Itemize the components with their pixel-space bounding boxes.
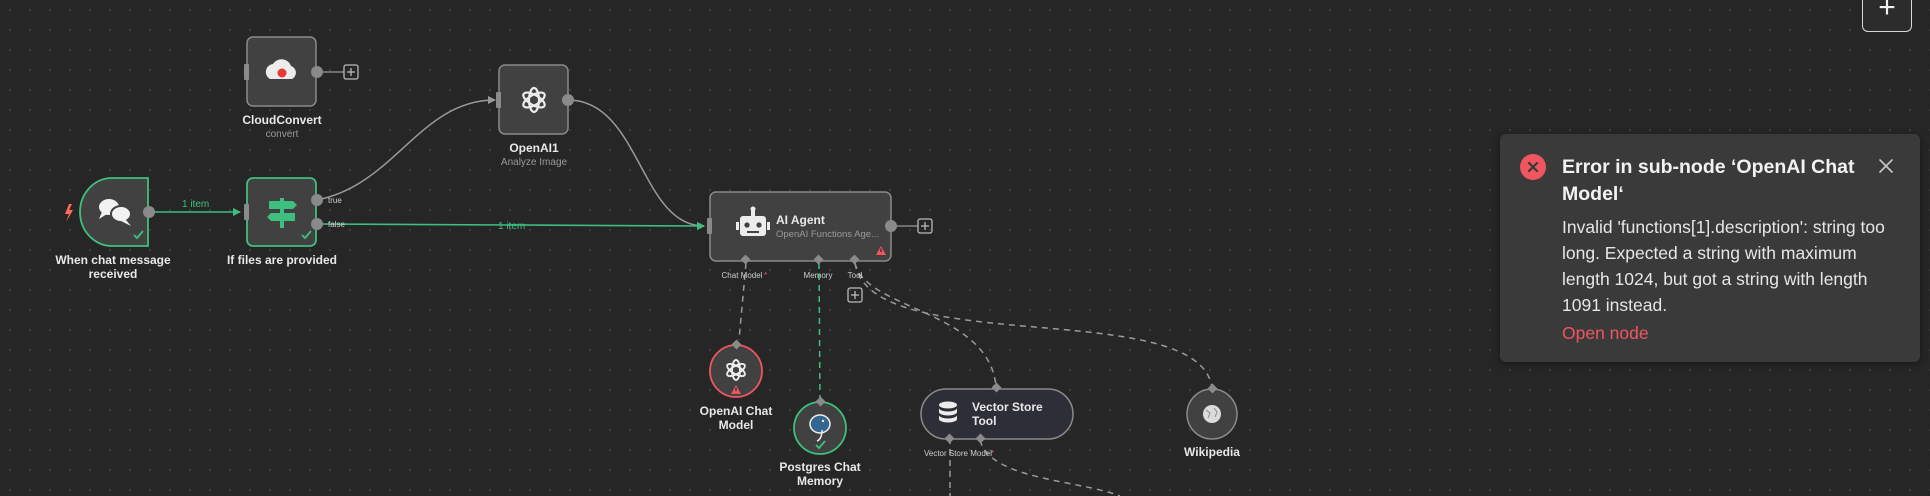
add-next-node-button[interactable]	[917, 218, 933, 234]
node-title: AI Agent	[776, 213, 825, 227]
success-check-icon	[815, 440, 826, 450]
node-title: Wikipedia	[1184, 445, 1240, 459]
cloud-convert-icon	[265, 59, 296, 79]
node-wikipedia[interactable]: Wikipedia	[1184, 383, 1240, 459]
output-port[interactable]	[731, 339, 742, 350]
edge-openai1-to-agent[interactable]	[567, 99, 705, 230]
node-chat-trigger[interactable]: When chat message received	[55, 177, 171, 281]
model-port[interactable]	[975, 433, 986, 444]
output-port[interactable]	[991, 382, 1002, 393]
node-title-line1: Vector Store	[972, 400, 1043, 414]
node-title: CloudConvert	[242, 113, 321, 127]
node-title: OpenAI1	[509, 141, 559, 155]
node-title-line2: Tool	[972, 414, 996, 428]
embedding-port[interactable]	[944, 433, 955, 444]
node-vector-store-tool[interactable]: Vector Store Tool Vector Store Model *	[920, 382, 1074, 458]
output-handle[interactable]	[885, 220, 897, 232]
port-label-memory: Memory	[804, 271, 833, 280]
openai-logo-icon	[522, 86, 546, 114]
port-label-model: Vector Store Model	[924, 449, 992, 458]
node-if-files[interactable]: true false If files are provided	[227, 177, 345, 267]
edge-tool-to-wikipedia[interactable]	[854, 262, 1213, 389]
node-title-line2: Memory	[797, 474, 843, 488]
signpost-icon	[267, 198, 297, 228]
error-message: Invalid 'functions[1].description': stri…	[1562, 217, 1885, 315]
edge-memory-to-agent[interactable]	[818, 262, 821, 401]
robot-icon	[736, 206, 770, 236]
port-label-tool: Tool	[848, 271, 863, 280]
tool-port[interactable]	[849, 254, 860, 265]
node-openai1[interactable]: OpenAI1 Analyze Image	[496, 64, 574, 168]
edge-chat-model-to-agent[interactable]	[738, 262, 747, 341]
true-branch-label: true	[328, 196, 342, 205]
node-title-line1: When chat message	[55, 253, 171, 267]
edge-tool-to-vector-store[interactable]	[854, 262, 997, 388]
required-mark: *	[764, 271, 767, 280]
node-openai-chat-model[interactable]: OpenAI Chat Model	[700, 339, 773, 432]
node-subtitle: convert	[266, 129, 299, 140]
node-ai-agent[interactable]: AI Agent OpenAI Functions Age... Chat Mo…	[707, 191, 933, 303]
output-port[interactable]	[1207, 383, 1218, 394]
chat-model-port[interactable]	[740, 254, 751, 265]
node-title-line2: received	[89, 267, 138, 281]
output-handle[interactable]	[562, 94, 574, 106]
chat-bubbles-icon	[99, 199, 132, 226]
output-handle[interactable]	[143, 206, 155, 218]
memory-port[interactable]	[813, 254, 824, 265]
warning-icon	[876, 246, 886, 255]
node-title: If files are provided	[227, 253, 337, 267]
port-label-chat-model: Chat Model	[722, 271, 763, 280]
open-node-link[interactable]: Open node	[1562, 323, 1649, 343]
node-postgres-memory[interactable]: Postgres Chat Memory	[779, 396, 861, 488]
node-subtitle: Analyze Image	[501, 157, 568, 168]
edge-label-trigger-to-if: 1 item	[182, 199, 209, 210]
edge-if-true-to-openai1[interactable]	[316, 96, 496, 201]
output-port[interactable]	[815, 396, 826, 407]
add-tool-button[interactable]	[847, 287, 863, 303]
output-handle-true[interactable]	[311, 194, 323, 206]
error-icon	[1520, 154, 1546, 180]
database-icon	[939, 401, 957, 423]
add-node-button[interactable]: +	[1862, 0, 1912, 32]
close-icon[interactable]	[1876, 156, 1896, 176]
output-handle[interactable]	[311, 66, 323, 78]
node-cloudconvert[interactable]: CloudConvert convert	[242, 36, 359, 140]
success-check-icon	[133, 230, 144, 240]
required-mark: *	[991, 449, 994, 458]
edge-label-if-false-to-agent: 1 item	[498, 221, 525, 232]
add-next-node-button[interactable]	[343, 64, 359, 80]
node-subtitle: OpenAI Functions Age...	[776, 229, 879, 240]
elephant-icon	[809, 414, 831, 442]
node-title-line1: Postgres Chat	[779, 460, 860, 474]
edge-trigger-to-if[interactable]: 1 item	[150, 199, 241, 216]
openai-logo-icon	[726, 359, 746, 381]
success-check-icon	[301, 230, 312, 240]
lightning-bolt-icon	[65, 204, 73, 222]
node-title-line1: OpenAI Chat	[700, 404, 773, 418]
node-title-line2: Model	[719, 418, 754, 432]
edge-if-false-to-agent[interactable]: 1 item	[316, 221, 705, 232]
edge-vector-store-model[interactable]	[949, 438, 1121, 496]
error-title: Error in sub-node ‘OpenAI Chat Model‘	[1562, 156, 1855, 205]
error-toast: Error in sub-node ‘OpenAI Chat Model‘ In…	[1500, 134, 1920, 362]
output-handle-false[interactable]	[311, 218, 323, 230]
warning-icon	[731, 385, 741, 394]
wikipedia-globe-icon	[1203, 405, 1221, 423]
false-branch-label: false	[328, 220, 345, 229]
